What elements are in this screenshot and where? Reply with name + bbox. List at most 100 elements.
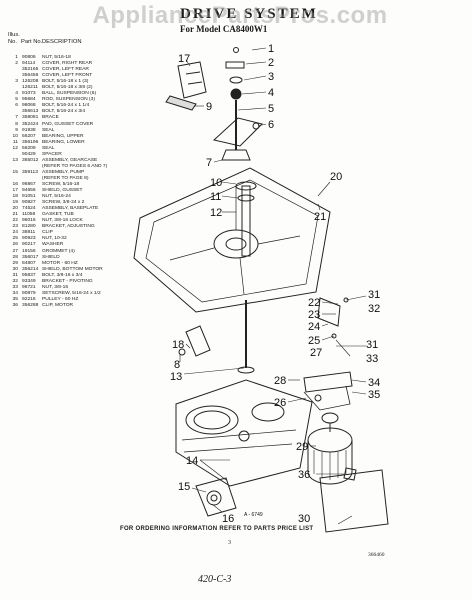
parts-row: 27 19156 GROMMET (4) xyxy=(8,249,168,255)
callout-36: 36 xyxy=(298,469,310,481)
parts-row-part-no: 96867 xyxy=(22,181,36,187)
parts-row-part-no: 90429 xyxy=(22,151,36,157)
parts-row-illus-no: 17 xyxy=(12,188,18,194)
parts-row-description: BALL, SUSPENSION (6) xyxy=(42,91,97,97)
parts-row-description: ASSEMBLY, GEARCASE xyxy=(42,157,98,163)
parts-row-description: BOLT, 5/16-18 x 1 (3) xyxy=(42,79,89,85)
page-number: 3 xyxy=(228,540,231,546)
parts-row-part-no: 356196 xyxy=(22,139,39,145)
callout-2: 2 xyxy=(268,57,274,69)
parts-row-illus-no: 28 xyxy=(12,254,18,260)
parts-row-description: SCREW, 3/8-24 x 2 xyxy=(42,200,85,206)
parts-row-illus-no: 13 xyxy=(12,157,18,163)
callout-12: 12 xyxy=(210,207,222,219)
parts-row-illus-no: 11 xyxy=(12,139,18,145)
parts-row-description: BRACE xyxy=(42,115,59,121)
parts-row-part-no: 352165 xyxy=(22,67,39,73)
page-subtitle: For Model CA8400W1 xyxy=(180,24,268,34)
handwritten-note: 420-C-3 xyxy=(198,574,232,585)
parts-row-description: ASSEMBLY, BASEPLATE xyxy=(42,206,99,212)
callout-26: 26 xyxy=(274,397,286,409)
parts-row-description: SEAL xyxy=(42,127,55,133)
gearcase xyxy=(175,379,313,487)
parts-row-description: MOTOR - 60 HZ xyxy=(42,260,78,266)
parts-row-illus-no: 26 xyxy=(12,242,18,248)
pivoting-bracket xyxy=(303,371,353,393)
callout-20: 20 xyxy=(330,171,342,183)
parts-row-description: GASKET, TUB xyxy=(42,212,74,218)
parts-row-illus-no: 5 xyxy=(15,97,18,103)
parts-row-illus-no: 35 xyxy=(12,296,18,302)
bolt-part xyxy=(343,297,349,303)
parts-row-part-no: 94114 xyxy=(22,61,36,67)
bearing-upper xyxy=(235,181,257,191)
baseplate xyxy=(133,167,331,313)
parts-row-description: SEAL xyxy=(42,145,55,151)
parts-row-description: PULLEY - 60 HZ xyxy=(42,296,79,302)
nut-part xyxy=(331,333,337,339)
parts-row-illus-no: 4 xyxy=(15,91,18,97)
parts-row-part-no: 98068 xyxy=(22,103,36,109)
parts-row-description: SHIELD, GUSSET xyxy=(42,188,83,194)
parts-row-illus-no: 20 xyxy=(12,206,18,212)
motor-body xyxy=(307,440,353,485)
shaft xyxy=(241,185,251,257)
parts-row-part-no: 356613 xyxy=(22,109,39,115)
parts-row-illus-no: 34 xyxy=(12,290,18,296)
brace-part xyxy=(212,117,263,147)
callout-21: 21 xyxy=(314,211,326,223)
parts-row-illus-no: 23 xyxy=(12,224,18,230)
parts-row-description: BEARING, LOWER xyxy=(42,139,85,145)
parts-row-description: BOLT, 5/16-24 x 3/4 xyxy=(42,109,86,115)
parts-row-description: NUT, 5/16-18 xyxy=(42,55,71,60)
parts-row-description: GROMMET (4) xyxy=(42,248,75,254)
parts-row-part-no: 126208 xyxy=(22,79,39,85)
parts-row-description: SHIELD, BOTTOM MOTOR xyxy=(42,266,103,272)
screw-part xyxy=(238,430,250,442)
parts-row-part-no: 94656 xyxy=(22,188,36,194)
parts-row-part-no: 352424 xyxy=(22,121,39,127)
callout-10: 10 xyxy=(210,177,222,189)
bottom-motor-shield xyxy=(319,469,389,533)
parts-row-description: COVER, RIGHT REAR xyxy=(42,61,93,67)
callout-14: 14 xyxy=(186,455,198,467)
rod-foot xyxy=(221,149,251,161)
motor-clip xyxy=(343,467,357,481)
parts-row-illus-no: 24 xyxy=(12,230,18,236)
parts-row-description: SCREW, 5/16-18 xyxy=(42,181,80,187)
parts-row-illus-no: 27 xyxy=(12,248,18,254)
callout-33: 33 xyxy=(366,353,378,365)
callout-32: 32 xyxy=(368,303,380,315)
bearing-lower xyxy=(237,194,255,202)
parts-row-description: NUT, 10-32 xyxy=(42,236,67,242)
parts-row-description: SETSCREW, 5/16-24 x 1/2 xyxy=(42,290,101,296)
nut-part xyxy=(178,348,186,356)
callout-18: 18 xyxy=(172,339,184,351)
callout-35: 35 xyxy=(368,389,380,401)
drawing-number: A - 6749 xyxy=(244,512,263,518)
callout-7: 7 xyxy=(206,157,212,169)
parts-row-illus-no: 7 xyxy=(15,115,18,121)
parts-row-description: (REFER TO PAGE 8) xyxy=(42,175,89,181)
callout-28: 28 xyxy=(274,375,286,387)
parts-row-description: SPACER xyxy=(42,151,62,157)
parts-row-illus-no: 19 xyxy=(12,200,18,206)
parts-row-part-no: 81280 xyxy=(22,224,36,230)
callout-9: 9 xyxy=(206,101,212,113)
parts-row-part-no: 19156 xyxy=(22,248,36,254)
baseplate-hub xyxy=(213,229,259,259)
parts-row-part-no: 56207 xyxy=(22,133,36,139)
